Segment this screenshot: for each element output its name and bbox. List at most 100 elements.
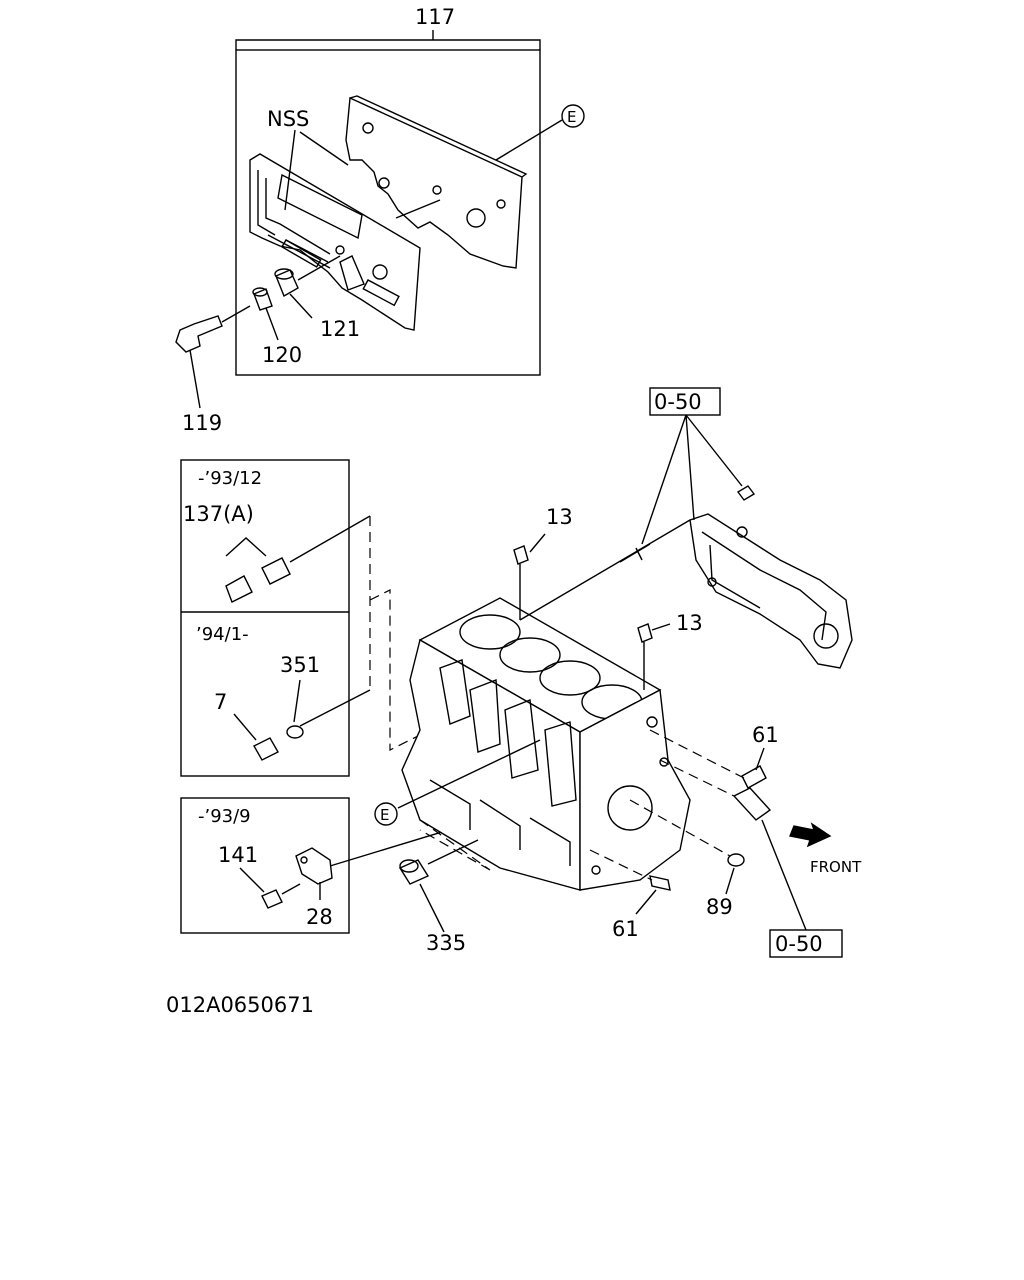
label-335: 335 <box>426 931 466 955</box>
leader-61-a <box>755 747 765 771</box>
collar-121 <box>275 269 299 298</box>
axis-61-b <box>589 849 653 881</box>
leader-335 <box>419 883 445 933</box>
plug-7 <box>253 737 279 761</box>
inset-a-date-top: -’93/12 <box>198 468 262 489</box>
label-61-a: 61 <box>752 723 779 747</box>
rear-plate-hole-3 <box>496 199 506 209</box>
bracket-117 <box>235 30 541 50</box>
rear-plate-hole-5 <box>432 185 442 195</box>
front-plate-tab <box>339 255 365 291</box>
oil-cooler-housing: 0-50 <box>519 387 853 669</box>
ref-050-bottom: 0-50 <box>775 932 823 956</box>
pin-61-b <box>649 875 671 891</box>
ref-e-mid-text: E <box>380 806 389 824</box>
ref-e-top-text: E <box>567 108 576 126</box>
leader-119 <box>189 349 201 409</box>
bolt-119-axis <box>221 305 251 323</box>
housing-ribs <box>701 531 827 641</box>
housing-hole-2 <box>707 577 717 587</box>
bolt-141 <box>261 889 283 909</box>
bolt-141-shaft <box>281 883 301 895</box>
block-front-face <box>579 688 691 891</box>
ref-050-top-box <box>649 387 721 416</box>
front-plate-window <box>277 173 363 240</box>
plate-group-117: 117 NSS E 121 120 <box>175 5 585 435</box>
inset-a-frame <box>180 459 350 777</box>
leader-050-top <box>641 414 743 545</box>
label-117: 117 <box>415 5 455 29</box>
collar-120-top <box>252 287 268 297</box>
plate-group-frame <box>235 49 541 376</box>
plug-335-head <box>399 859 419 873</box>
inset-panel-b: -’93/9 141 28 <box>180 789 581 934</box>
block-lower-webs <box>429 779 571 866</box>
label-121: 121 <box>320 317 360 341</box>
cover-plate-28 <box>295 847 333 885</box>
label-28: 28 <box>306 905 333 929</box>
label-141: 141 <box>218 843 258 867</box>
block-side-ribs <box>439 659 577 807</box>
rear-plate-hole-4 <box>378 177 390 189</box>
label-137a: 137(A) <box>183 502 254 526</box>
ref-050-bottom-box <box>769 929 843 958</box>
inset-a-axis-top <box>289 515 371 563</box>
block-front-hole-2 <box>659 757 669 767</box>
cup-plug-89 <box>727 853 745 867</box>
block-front-bore <box>607 785 653 831</box>
pin-61-a <box>741 765 767 789</box>
label-61-b: 61 <box>612 917 639 941</box>
front-plate-slot-2 <box>281 239 322 268</box>
collar-axis <box>297 255 341 281</box>
bolt-119 <box>175 315 223 353</box>
front-arrow-icon <box>789 822 832 848</box>
leader-137a <box>225 537 267 557</box>
leader-ref-e-top <box>495 119 563 161</box>
ref-e-mid <box>374 802 398 826</box>
inset-a-axis-bottom <box>299 689 371 727</box>
block-front-hole-3 <box>591 865 601 875</box>
leader-13-a <box>529 533 546 553</box>
rear-plate <box>345 96 523 269</box>
inset-a-dash-link <box>369 516 431 751</box>
cylinder-block <box>401 597 691 891</box>
label-119: 119 <box>182 411 222 435</box>
axis-89 <box>629 799 731 857</box>
label-nss: NSS <box>267 107 309 131</box>
rear-plate-hole-2 <box>466 208 486 228</box>
front-plate-slot-1 <box>362 279 400 307</box>
housing-axis <box>519 519 691 621</box>
housing-body <box>689 513 853 669</box>
front-plate-ribs <box>257 170 331 269</box>
inset-a-date-bottom: ’94/1- <box>196 624 249 645</box>
leader-plate-pin <box>395 199 441 219</box>
front-plate-hole-1 <box>372 264 388 280</box>
label-13-b: 13 <box>676 611 703 635</box>
ref-e-top <box>561 104 585 128</box>
leader-89 <box>725 867 735 895</box>
leader-050-bottom <box>761 819 807 931</box>
leader-121-120 <box>265 293 313 341</box>
leader-13-b <box>651 623 671 631</box>
dowel-13-a <box>513 545 529 565</box>
label-7: 7 <box>214 690 227 714</box>
plug-137a-2 <box>225 575 253 603</box>
dowel-13-b <box>637 623 653 643</box>
bore-1 <box>459 614 521 650</box>
axis-61-a <box>649 729 745 779</box>
inset-panel-a: -’93/12 137(A) ’94/1- 351 7 <box>180 459 431 777</box>
fitting-050 <box>732 787 772 821</box>
collar-121-top <box>274 268 294 280</box>
axis-fitting-050 <box>659 759 735 797</box>
label-120: 120 <box>262 343 302 367</box>
bore-2 <box>499 637 561 673</box>
housing-hole-1 <box>736 526 748 538</box>
plug-137a-1 <box>261 557 291 585</box>
housing-port <box>813 623 839 649</box>
label-front: FRONT <box>810 858 862 876</box>
label-351: 351 <box>280 653 320 677</box>
block-front-hole-1 <box>646 716 658 728</box>
front-plate-hole-2 <box>335 245 345 255</box>
